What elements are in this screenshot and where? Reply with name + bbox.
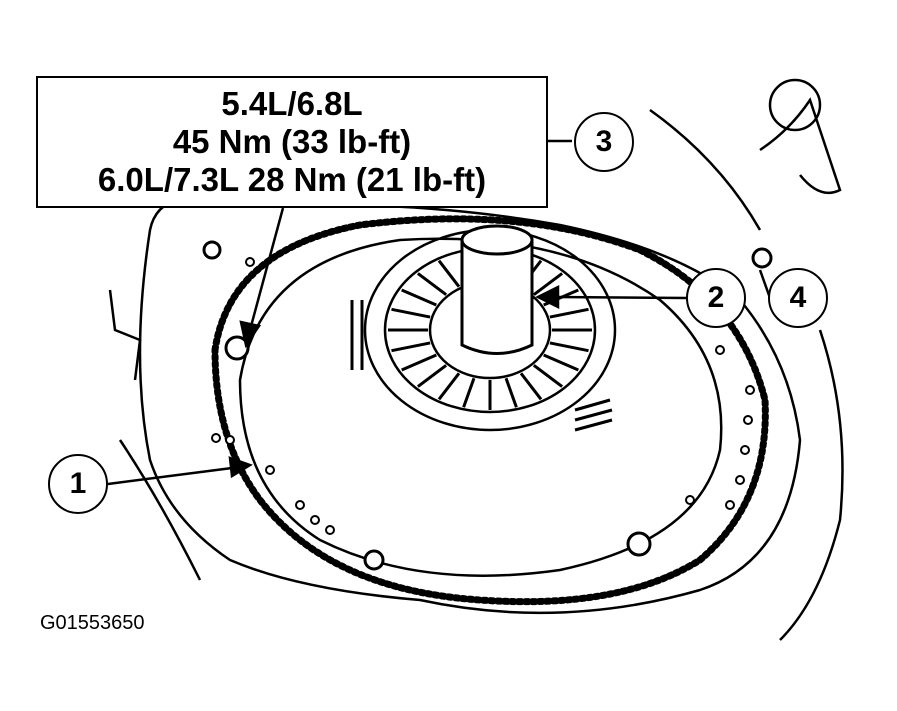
diaphragm-finger [549, 307, 589, 319]
diaphragm-finger [401, 353, 437, 372]
hole [211, 433, 221, 443]
spec-engine-torque-2: 6.0L/7.3L 28 Nm (21 lb-ft) [97, 161, 487, 198]
pressure-plate-bolts [202, 240, 773, 571]
arrow-2 [535, 284, 560, 310]
alignment-tool [460, 224, 534, 355]
hole [325, 525, 335, 535]
torque-spec-box: 5.4L/6.8L 45 Nm (33 lb-ft) 6.0L/7.3L 28 … [36, 76, 548, 208]
hole [725, 500, 735, 510]
diaphragm-finger [549, 341, 589, 353]
spec-engine-1: 5.4L/6.8L [221, 85, 363, 122]
ring-gear [211, 215, 769, 606]
diaphragm-finger [416, 272, 448, 296]
hole [225, 435, 235, 445]
diaphragm-finger [391, 341, 431, 353]
hole [743, 415, 753, 425]
callout-4: 4 [768, 268, 828, 328]
pressure-plate-outer [238, 237, 723, 577]
arrow-1 [228, 456, 253, 479]
leader-spec [248, 207, 285, 331]
spec-torque-1: 45 Nm (33 lb-ft) [172, 123, 412, 160]
hole [685, 495, 695, 505]
housing-outline [138, 195, 802, 615]
callout-1: 1 [48, 454, 108, 514]
hole [735, 475, 745, 485]
figure-id: G01553650 [40, 612, 145, 634]
housing-edge-left [108, 289, 142, 381]
callout-2: 2 [686, 268, 746, 328]
housing-edge-top [649, 108, 762, 231]
dipstick-tube [759, 97, 842, 195]
diaphragm-finger [462, 377, 476, 408]
diaphragm-finger [519, 372, 543, 401]
hole [745, 385, 755, 395]
diaphragm-finger [543, 353, 579, 372]
diaphragm-finger [437, 259, 461, 288]
diaphragm-finger [532, 272, 564, 296]
hole [715, 345, 725, 355]
diaphragm-finger [391, 307, 431, 319]
hole [245, 257, 255, 267]
diaphragm-finger [437, 372, 461, 401]
arrow-spec [239, 320, 262, 349]
diaphragm-finger [504, 377, 518, 408]
diaphragm-finger [416, 364, 448, 388]
hole [310, 515, 320, 525]
dipstick-loop [768, 78, 822, 132]
flywheel-holes [211, 257, 755, 535]
diaphragm-finger [401, 288, 437, 307]
hole [265, 465, 275, 475]
housing-edge-right [779, 329, 844, 641]
leader-2 [554, 295, 689, 300]
hole [295, 500, 305, 510]
hole [740, 445, 750, 455]
callout-3: 3 [574, 112, 634, 172]
leader-1 [107, 466, 233, 486]
clutch-springs [350, 300, 613, 432]
diaphragm-finger [532, 364, 564, 388]
housing-bottom [118, 439, 202, 581]
